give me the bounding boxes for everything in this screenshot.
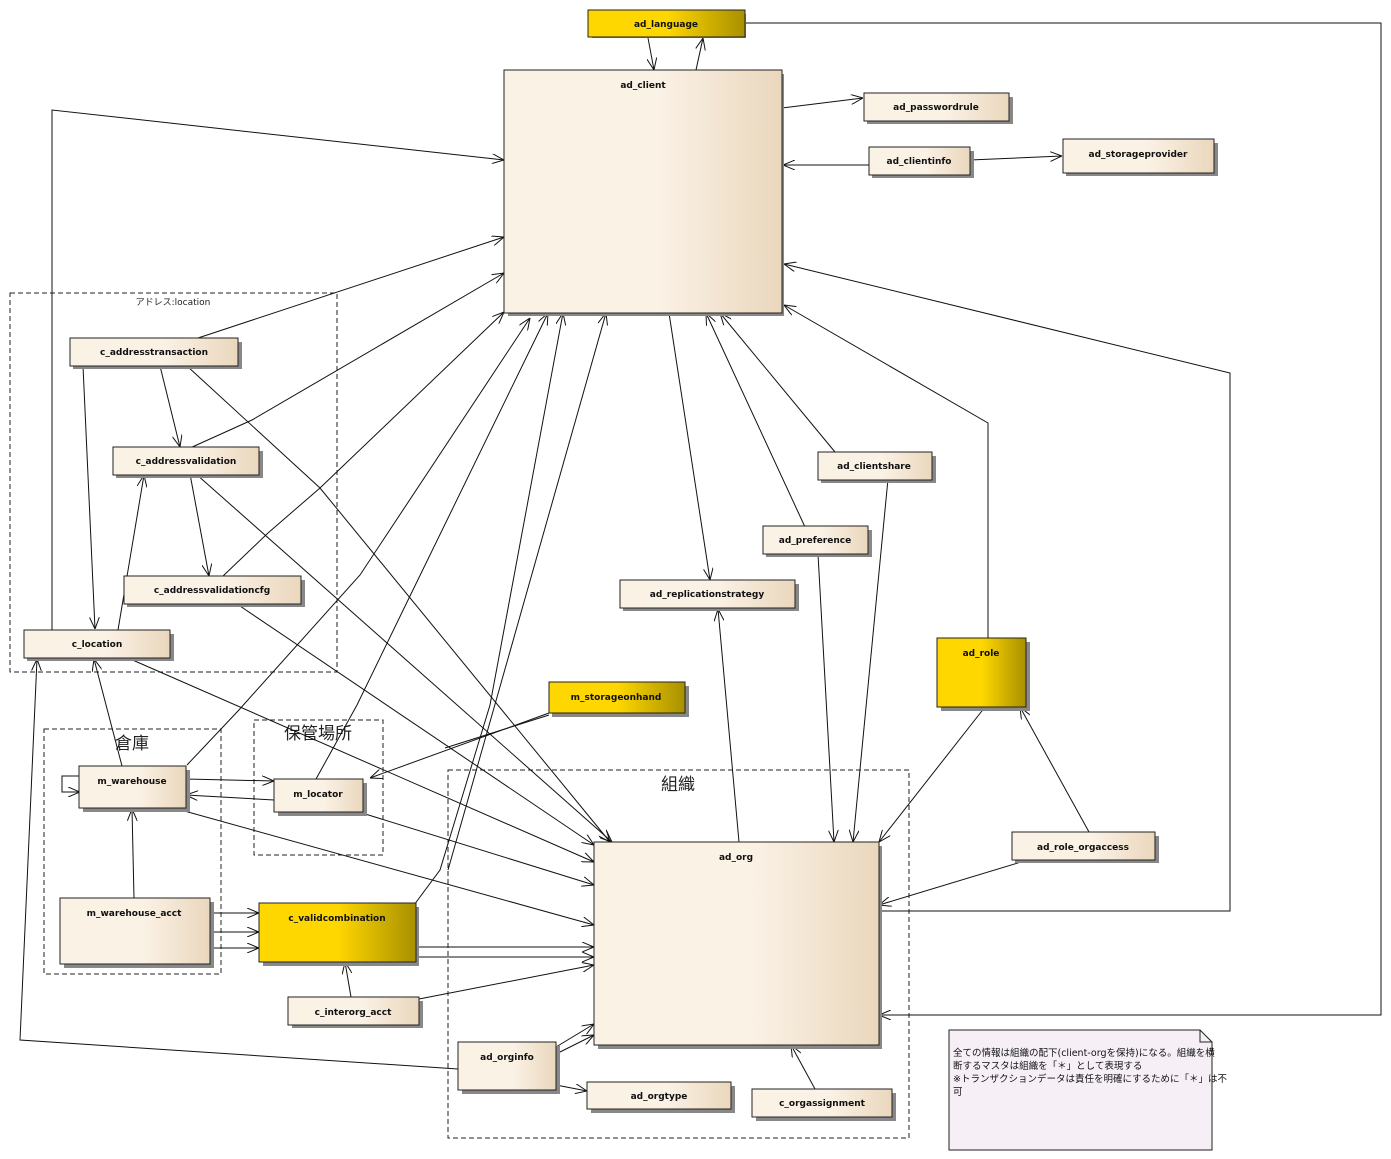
package-address: アドレス:location (9, 292, 338, 673)
entity-ad-clientshare[interactable]: ad_clientshare (817, 451, 936, 483)
entity-ad-orgtype-label: ad_orgtype (631, 1092, 688, 1102)
entity-ad-passwordrule[interactable]: ad_passwordrule (863, 92, 1013, 124)
entity-c-addresstransaction[interactable]: c_addresstransaction (69, 337, 242, 369)
entity-ad-clientinfo-label: ad_clientinfo (887, 157, 952, 167)
entity-c-interorg-acct[interactable]: c_interorg_acct (287, 996, 423, 1028)
entity-ad-clientshare-label: ad_clientshare (837, 462, 911, 472)
entity-c-addressvalidationcfg-label: c_addressvalidationcfg (154, 586, 270, 596)
entity-ad-passwordrule-label: ad_passwordrule (893, 103, 979, 113)
note-line-2: 断するマスタは組織を「＊」として表現する (953, 1060, 1142, 1072)
entity-ad-client-label: ad_client (620, 81, 666, 91)
entity-ad-role-label: ad_role (963, 649, 1000, 659)
package-org: 組織 (447, 769, 910, 1139)
entity-m-locator[interactable]: m_locator (273, 778, 367, 816)
entity-ad-role[interactable]: ad_role (936, 637, 1030, 711)
entity-ad-replicationstrategy[interactable]: ad_replicationstrategy (619, 579, 799, 611)
entity-ad-client[interactable]: ad_client (503, 69, 784, 316)
entity-ad-replicationstrategy-label: ad_replicationstrategy (650, 590, 765, 600)
entity-c-addressvalidation[interactable]: c_addressvalidation (112, 446, 263, 478)
entity-c-validcombination[interactable]: c_validcombination (258, 902, 419, 966)
entity-m-storageonhand-label: m_storageonhand (571, 693, 662, 703)
entity-ad-orgtype[interactable]: ad_orgtype (586, 1081, 735, 1113)
entity-ad-clientinfo[interactable]: ad_clientinfo (868, 146, 974, 178)
entity-c-location-label: c_location (72, 640, 123, 650)
entity-c-addressvalidation-label: c_addressvalidation (136, 457, 237, 467)
package-locator-label: 保管場所 (284, 724, 352, 744)
entity-ad-role-orgaccess[interactable]: ad_role_orgaccess (1011, 831, 1159, 863)
entity-c-location[interactable]: c_location (23, 629, 174, 661)
entity-c-orgassignment-label: c_orgassignment (779, 1099, 866, 1109)
entity-ad-storageprovider-label: ad_storageprovider (1089, 150, 1188, 160)
entity-m-warehouse-label: m_warehouse (97, 777, 166, 787)
entity-ad-preference-label: ad_preference (779, 536, 851, 546)
package-warehouse-label: 倉庫 (115, 734, 149, 754)
note-line-4: 可 (953, 1087, 963, 1098)
note-line-3: ※トランザクションデータは責任を明確にするために「＊」は不 (953, 1073, 1228, 1085)
entity-c-addresstransaction-label: c_addresstransaction (100, 348, 208, 358)
package-address-label: アドレス:location (136, 298, 211, 308)
entity-ad-org[interactable]: ad_org (593, 841, 882, 1049)
note: 全ての情報は組織の配下(client-orgを保持)になる。組織を横 断するマス… (948, 1029, 1228, 1151)
package-locator: 保管場所 (253, 719, 384, 856)
entity-ad-storageprovider[interactable]: ad_storageprovider (1062, 138, 1218, 176)
entity-ad-language[interactable]: ad_language (587, 9, 746, 38)
entity-m-storageonhand[interactable]: m_storageonhand (548, 681, 689, 717)
entity-m-warehouse[interactable]: m_warehouse (78, 765, 190, 812)
package-warehouse: 倉庫 (43, 728, 222, 975)
entity-c-orgassignment[interactable]: c_orgassignment (751, 1088, 896, 1121)
entity-ad-role-orgaccess-label: ad_role_orgaccess (1037, 843, 1129, 853)
entity-ad-orginfo[interactable]: ad_orginfo (457, 1041, 560, 1094)
entity-ad-preference[interactable]: ad_preference (762, 525, 872, 557)
entity-m-warehouse-acct[interactable]: m_warehouse_acct (59, 897, 214, 968)
relationships (19, 22, 1382, 1091)
entity-m-warehouse-acct-label: m_warehouse_acct (87, 909, 183, 919)
entity-ad-language-label: ad_language (634, 20, 698, 30)
entity-c-validcombination-label: c_validcombination (288, 914, 385, 924)
entity-ad-org-label: ad_org (719, 853, 753, 863)
entity-ad-orginfo-label: ad_orginfo (480, 1053, 534, 1063)
entity-c-addressvalidationcfg[interactable]: c_addressvalidationcfg (123, 575, 305, 607)
entity-m-locator-label: m_locator (293, 790, 343, 800)
package-org-label: 組織 (661, 775, 695, 795)
note-line-1: 全ての情報は組織の配下(client-orgを保持)になる。組織を横 (953, 1047, 1215, 1059)
entity-c-interorg-acct-label: c_interorg_acct (315, 1008, 392, 1018)
